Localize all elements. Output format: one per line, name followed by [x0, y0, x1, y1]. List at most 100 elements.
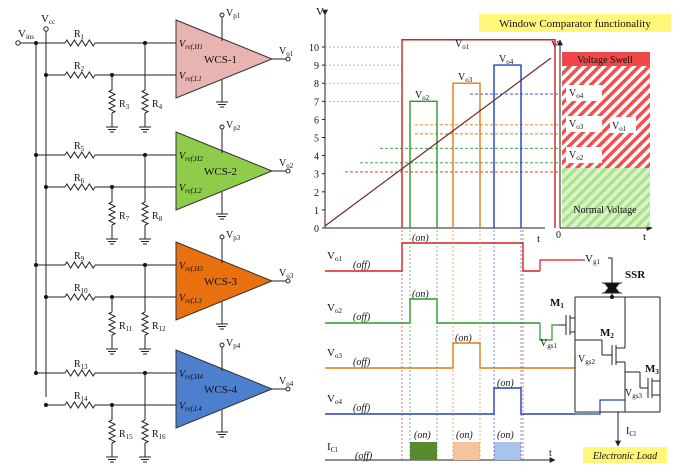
resistor-label-d: R16 [152, 429, 166, 441]
vgs3-label: Vgs3 [625, 388, 642, 400]
off-label: (off) [353, 312, 371, 323]
resistor [140, 201, 150, 226]
off-label: (off) [355, 451, 373, 462]
on-label: (on) [497, 378, 514, 389]
icl-label: ICl [626, 426, 636, 438]
comparator-triangle [175, 349, 274, 429]
resistor [107, 201, 117, 226]
resistor [140, 89, 150, 114]
t-label: t [537, 233, 540, 245]
swell-label: Voltage Swell [577, 55, 633, 66]
resistor-label-d: R8 [152, 211, 163, 223]
vref-low-label: Vref,L1 [179, 71, 202, 83]
vref-high-label: Vref,H1 [179, 39, 203, 51]
switch-circuit: Vg1 SSR M1 Vgs1 M2 Vgs2 M3 [540, 253, 667, 463]
signal-waveform [325, 342, 575, 369]
y-tick-label: 7 [314, 97, 319, 108]
vp-label: Vp4 [226, 338, 241, 350]
row-label: Vo2 [327, 302, 342, 315]
y-tick-label: 2 [314, 188, 319, 199]
right-t-label: t [643, 231, 646, 243]
current-block-3 [494, 442, 521, 460]
vg1-label: Vg1 [585, 253, 600, 266]
band-label-1: Vo3 [569, 119, 584, 131]
resistor-label-c: R3 [119, 99, 130, 111]
vgs1-label: Vgs1 [540, 338, 557, 350]
on-label: (on) [412, 233, 429, 244]
y-tick-label: 9 [314, 61, 319, 72]
timing-row-1: Vo1(off)(on) [325, 233, 540, 272]
resistor-label-b: R6 [74, 173, 85, 185]
on-label: (on) [497, 430, 514, 441]
resistor [107, 419, 117, 444]
vref-low-label: Vref,L2 [179, 183, 202, 195]
vin-label: Vins [18, 28, 34, 41]
comparator-name: WCS-3 [204, 276, 238, 288]
pulse-label-1: Vo1 [455, 39, 470, 51]
m2-label: M2 [600, 327, 614, 340]
resistor [64, 369, 96, 377]
signal-waveform [325, 387, 575, 415]
vin-terminal [15, 40, 21, 46]
pulse-label-2: Vo2 [415, 90, 430, 102]
resistor-label-d: R4 [152, 99, 163, 111]
y-tick-label: 3 [314, 170, 319, 181]
resistor-label-c: R7 [119, 211, 130, 223]
vp-label: Vp1 [226, 8, 241, 20]
resistor-label-a: R13 [74, 359, 88, 371]
pulse-3 [452, 82, 481, 228]
resistor [140, 419, 150, 444]
resistor [64, 293, 96, 301]
vp-label: Vp2 [226, 120, 241, 132]
band-label-0: Vo4 [569, 88, 584, 100]
off-label: (off) [353, 403, 371, 414]
resistor [64, 151, 96, 159]
on-label: (on) [414, 430, 431, 441]
resistor [64, 183, 96, 191]
on-label: (on) [456, 430, 473, 441]
current-block-2 [453, 442, 480, 460]
swell-header [562, 52, 650, 66]
pulse-4 [493, 64, 522, 228]
resistor [140, 311, 150, 336]
load-box [583, 447, 667, 463]
resistor [64, 401, 96, 409]
y-tick-label: 10 [309, 43, 319, 54]
current-block-1 [410, 442, 437, 460]
on-label: (on) [455, 333, 472, 344]
resistor-label-c: R15 [119, 429, 133, 441]
output-label: Vo4 [279, 376, 294, 388]
m3-label: M3 [645, 363, 659, 376]
vref-high-label: Vref,H2 [179, 151, 203, 163]
comparator-triangle [175, 241, 274, 321]
vref-high-label: Vref,H4 [179, 369, 203, 381]
resistor-label-c: R11 [119, 321, 133, 333]
y-tick-label: 4 [314, 152, 319, 163]
ramp-line [324, 57, 552, 227]
y-axis-label: V [316, 6, 324, 18]
t-label: t [549, 448, 552, 459]
vcc-label: Vcc [41, 13, 55, 26]
normal-band [562, 168, 650, 227]
timing-row-3: Vo3(off)(on) [325, 333, 575, 369]
off-label: (off) [353, 357, 371, 368]
ssr-triangle-up [604, 283, 620, 293]
resistor-label-b: R14 [74, 391, 88, 403]
signal-waveform [325, 242, 540, 272]
vref-low-label: Vref,L3 [179, 293, 202, 305]
signal-waveform [325, 298, 540, 324]
resistor-label-b: R2 [74, 61, 85, 73]
right-zero: 0 [556, 230, 561, 241]
pulse-2 [409, 100, 438, 228]
row-label: ICl [327, 441, 337, 454]
pulse-label-3: Vo3 [458, 72, 473, 84]
timing-row-4: Vo4(off)(on) [325, 378, 575, 415]
resistor-label-a: R1 [74, 29, 85, 41]
pulse-label-4: Vo4 [499, 54, 514, 66]
on-label: (on) [412, 289, 429, 300]
y-tick-label: 0 [314, 224, 319, 235]
comparator-name: WCS-2 [204, 166, 237, 178]
vref-low-label: Vref,L4 [179, 401, 202, 413]
